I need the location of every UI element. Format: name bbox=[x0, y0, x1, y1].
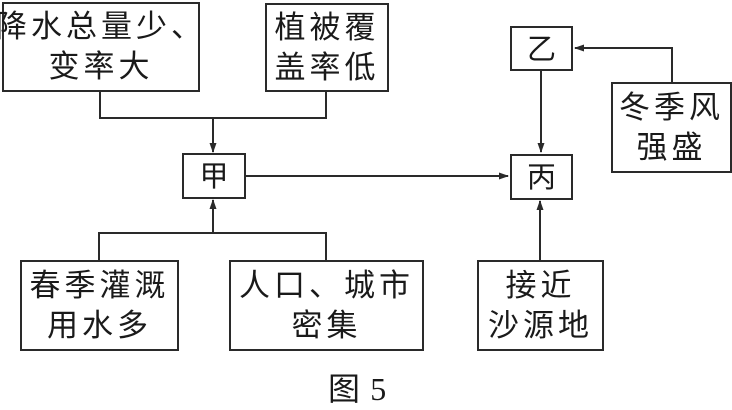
node-text: 沙源地 bbox=[488, 307, 593, 344]
node-bing: 丙 bbox=[510, 154, 573, 200]
edge-precipitation-to-jia bbox=[99, 92, 213, 119]
node-population: 人口、城市 密集 bbox=[229, 260, 424, 351]
node-vegetation: 植被覆 盖率低 bbox=[265, 3, 389, 92]
caption-number: 5 bbox=[370, 371, 387, 407]
node-text: 降水总量少、 bbox=[0, 9, 206, 45]
node-text: 变率大 bbox=[48, 49, 154, 85]
node-text: 冬季风 bbox=[619, 89, 724, 126]
caption-label: 图 bbox=[328, 370, 361, 408]
node-sand-source: 接近 沙源地 bbox=[477, 260, 604, 351]
node-text: 乙 bbox=[526, 31, 556, 66]
node-text: 春季灌溉 bbox=[29, 267, 170, 304]
node-text: 人口、城市 bbox=[239, 267, 414, 304]
node-text: 强盛 bbox=[636, 129, 707, 166]
node-text: 密集 bbox=[291, 307, 362, 344]
node-text: 用水多 bbox=[47, 307, 152, 344]
node-yi: 乙 bbox=[510, 26, 573, 71]
node-text: 甲 bbox=[199, 159, 229, 193]
node-precipitation: 降水总量少、 变率大 bbox=[0, 2, 202, 92]
node-text: 盖率低 bbox=[274, 49, 380, 86]
edge-population-to-jia bbox=[213, 232, 327, 260]
node-text: 植被覆 bbox=[274, 9, 380, 46]
figure-caption: 图 5 bbox=[328, 364, 386, 410]
edge-vegetation-to-jia bbox=[213, 92, 327, 119]
node-spring-irrigation: 春季灌溉 用水多 bbox=[20, 260, 179, 351]
node-jia: 甲 bbox=[182, 153, 246, 199]
node-winter-monsoon: 冬季风 强盛 bbox=[611, 82, 732, 173]
node-text: 丙 bbox=[526, 160, 556, 194]
edge-winter-monsoon-to-yi bbox=[574, 44, 673, 82]
node-text: 接近 bbox=[505, 267, 576, 304]
edge-spring-irrigation-to-jia bbox=[98, 232, 213, 260]
